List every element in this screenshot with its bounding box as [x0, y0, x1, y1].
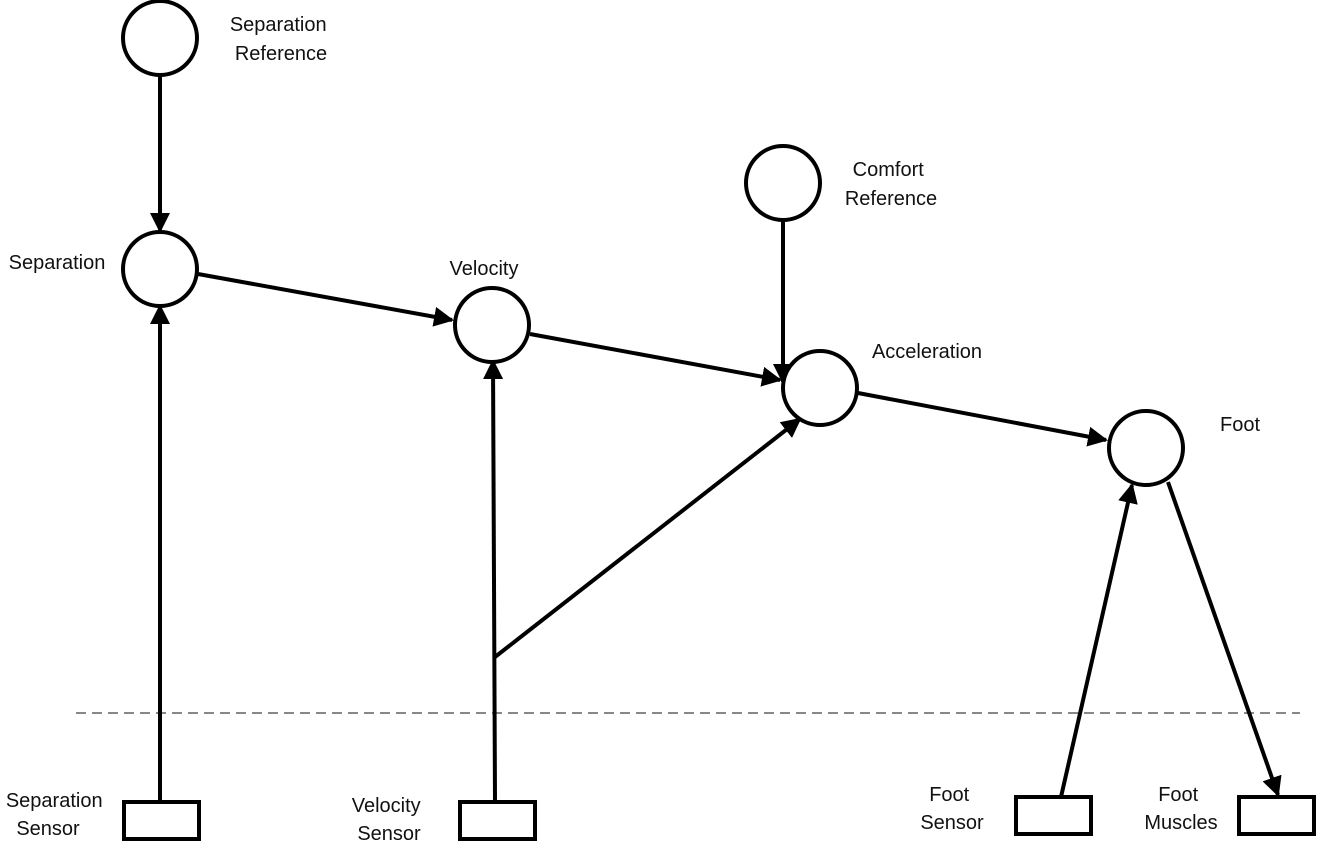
label-line: Separation [6, 790, 103, 812]
edge-velocity-sensor-to-acceleration [493, 417, 802, 659]
label-line: Sensor [357, 823, 421, 845]
edge-velocity-to-acceleration [529, 332, 782, 387]
node-velocity[interactable] [453, 286, 531, 364]
label-foot: Foot [1220, 414, 1260, 436]
edge-separation-to-velocity [197, 272, 454, 327]
label-separation-reference: Separation Reference [230, 14, 332, 65]
label-line: Reference [845, 188, 937, 210]
edge-foot-to-foot-muscles [1166, 481, 1282, 797]
node-separation[interactable] [121, 230, 199, 308]
label-line: Muscles [1144, 812, 1217, 834]
label-line: Reference [235, 43, 327, 65]
edge-acceleration-to-foot [857, 391, 1108, 447]
label-line: Sensor [920, 812, 984, 834]
edge-foot-sensor-to-foot [1059, 483, 1138, 798]
node-velocity-sensor[interactable] [458, 800, 537, 841]
node-foot-muscles[interactable] [1237, 795, 1316, 836]
label-separation: Separation [9, 252, 106, 274]
node-separation-reference[interactable] [121, 0, 199, 77]
node-separation-sensor[interactable] [122, 800, 201, 841]
label-velocity-sensor: Velocity Sensor [352, 795, 427, 845]
label-line: Foot [1158, 784, 1198, 806]
label-velocity: Velocity [450, 258, 519, 280]
node-comfort-reference[interactable] [744, 144, 822, 222]
label-line: Foot [1220, 414, 1260, 436]
label-line: Velocity [352, 795, 421, 817]
node-foot-sensor[interactable] [1014, 795, 1093, 836]
label-acceleration: Acceleration [872, 341, 982, 363]
node-acceleration[interactable] [781, 349, 859, 427]
label-foot-sensor: Foot Sensor [920, 784, 984, 834]
label-line: Comfort [853, 159, 925, 181]
edge-velocity-sensor-to-velocity [483, 359, 504, 803]
label-separation-sensor: Separation Sensor [6, 790, 108, 840]
label-line: Separation [230, 14, 327, 36]
label-line: Acceleration [872, 341, 982, 363]
node-foot[interactable] [1107, 409, 1185, 487]
label-line: Foot [929, 784, 969, 806]
label-line: Velocity [450, 258, 519, 280]
label-comfort-reference: Comfort Reference [845, 159, 937, 210]
edges [150, 73, 1282, 803]
label-line: Separation [9, 252, 106, 274]
label-foot-muscles: Foot Muscles [1144, 784, 1217, 834]
label-line: Sensor [16, 818, 80, 840]
